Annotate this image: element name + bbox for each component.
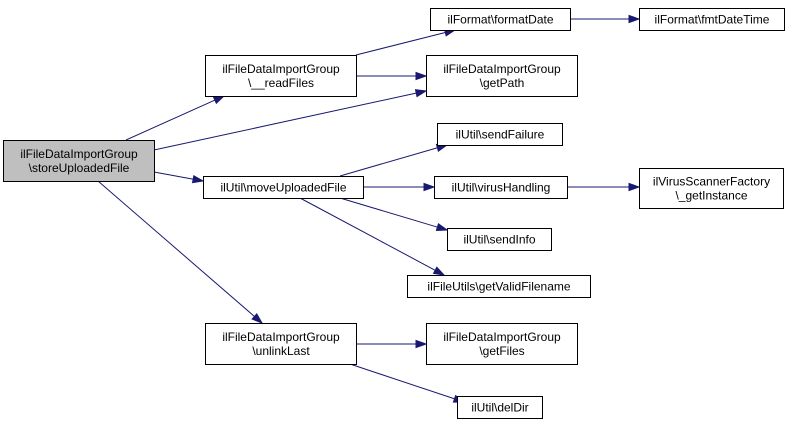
- edge-unlinkLast-to-delDir: [349, 363, 466, 403]
- node-label-line: ilFileDataImportGroup: [443, 62, 561, 76]
- node-box: [447, 228, 552, 251]
- node-box: [426, 55, 578, 97]
- node-unlinkLast[interactable]: ilFileDataImportGroup\unlinkLast: [205, 323, 357, 365]
- node-label-line: \unlinkLast: [252, 344, 310, 358]
- node-virusHandling[interactable]: ilUtil\virusHandling: [434, 176, 568, 199]
- node-box: [639, 168, 784, 209]
- node-label-line: ilFileUtils\getValidFilename: [427, 280, 570, 294]
- arrowhead-icon: [414, 89, 428, 98]
- edge-line: [299, 197, 437, 272]
- arrowhead-icon: [212, 95, 226, 105]
- node-label-line: ilFormat\fmtDateTime: [655, 13, 770, 27]
- node-getInstance[interactable]: ilVirusScannerFactory\_getInstance: [639, 168, 784, 209]
- edge-root-to-getPath: [153, 89, 428, 151]
- node-label-line: ilVirusScannerFactory: [653, 175, 770, 189]
- node-box: [430, 8, 571, 31]
- node-label-line: \storeUploadedFile: [29, 161, 130, 175]
- node-box: [457, 396, 543, 419]
- node-root[interactable]: ilFileDataImportGroup\storeUploadedFile: [3, 140, 155, 182]
- node-label-line: ilUtil\moveUploadedFile: [220, 181, 346, 195]
- node-box: [426, 323, 578, 365]
- node-formatDate[interactable]: ilFormat\formatDate: [430, 8, 571, 31]
- node-box: [437, 123, 563, 146]
- node-label-line: ilFileDataImportGroup: [222, 330, 340, 344]
- arrowhead-icon: [628, 14, 641, 24]
- edges-layer: [97, 14, 641, 403]
- arrowhead-icon: [628, 182, 641, 192]
- node-label-line: \_getInstance: [675, 189, 747, 203]
- node-getFiles[interactable]: ilFileDataImportGroup\getFiles: [426, 323, 578, 365]
- edge-line: [97, 180, 256, 318]
- edge-root-to-readFiles: [125, 95, 226, 141]
- node-label-line: ilUtil\sendInfo: [463, 233, 535, 247]
- edge-line: [125, 99, 216, 141]
- node-delDir[interactable]: ilUtil\delDir: [457, 396, 543, 419]
- arrowhead-icon: [432, 266, 446, 276]
- edge-line: [339, 197, 439, 228]
- node-label-line: \__readFiles: [248, 76, 314, 90]
- node-label-line: ilFileDataImportGroup: [222, 62, 340, 76]
- node-sendInfo[interactable]: ilUtil\sendInfo: [447, 228, 552, 251]
- node-label-line: ilFileDataImportGroup: [443, 330, 561, 344]
- node-getValidFilename[interactable]: ilFileUtils\getValidFilename: [407, 275, 591, 298]
- edge-line: [349, 363, 456, 400]
- edge-root-to-unlinkLast: [97, 180, 264, 324]
- node-box: [203, 176, 364, 199]
- arrowhead-icon: [435, 222, 449, 232]
- node-readFiles[interactable]: ilFileDataImportGroup\__readFiles: [205, 55, 357, 97]
- edge-readFiles-to-formatDate: [355, 28, 457, 56]
- node-box: [407, 275, 591, 298]
- node-getPath[interactable]: ilFileDataImportGroup\getPath: [426, 55, 578, 97]
- node-label-line: \getPath: [480, 76, 525, 90]
- node-box: [205, 55, 357, 97]
- nodes-layer: ilFileDataImportGroup\storeUploadedFilei…: [3, 8, 785, 419]
- edge-root-to-moveUploadedFile: [153, 171, 205, 184]
- edge-moveUploadedFile-to-getValidFilename: [299, 197, 446, 276]
- arrowhead-icon: [415, 71, 428, 81]
- edge-moveUploadedFile-to-sendInfo: [339, 197, 449, 232]
- edge-line: [153, 171, 195, 180]
- arrowhead-icon: [191, 174, 205, 184]
- edge-moveUploadedFile-to-virusHandling: [363, 182, 436, 192]
- node-moveUploadedFile[interactable]: ilUtil\moveUploadedFile: [203, 176, 364, 199]
- node-label-line: ilFormat\formatDate: [447, 13, 553, 27]
- edge-moveUploadedFile-to-sendFailure: [339, 143, 449, 177]
- node-label-line: ilFileDataImportGroup: [20, 147, 138, 161]
- arrowhead-icon: [423, 182, 436, 192]
- node-label-line: ilUtil\delDir: [471, 401, 528, 415]
- node-fmtDateTime[interactable]: ilFormat\fmtDateTime: [639, 8, 785, 31]
- node-sendFailure[interactable]: ilUtil\sendFailure: [437, 123, 563, 146]
- edge-formatDate-to-fmtDateTime: [570, 14, 641, 24]
- edge-readFiles-to-getPath: [356, 71, 428, 81]
- node-label-line: ilUtil\virusHandling: [452, 181, 551, 195]
- arrowhead-icon: [415, 339, 428, 349]
- edge-line: [355, 31, 447, 56]
- node-box: [205, 323, 357, 365]
- edge-unlinkLast-to-getFiles: [356, 339, 428, 349]
- edge-virusHandling-to-getInstance: [567, 182, 641, 192]
- node-label-line: ilUtil\sendFailure: [456, 128, 545, 142]
- edge-line: [153, 92, 418, 151]
- node-box: [639, 8, 785, 31]
- edge-line: [339, 147, 439, 177]
- node-label-line: \getFiles: [479, 344, 524, 358]
- arrowhead-icon: [251, 312, 264, 324]
- node-box: [3, 140, 155, 182]
- node-box: [434, 176, 568, 199]
